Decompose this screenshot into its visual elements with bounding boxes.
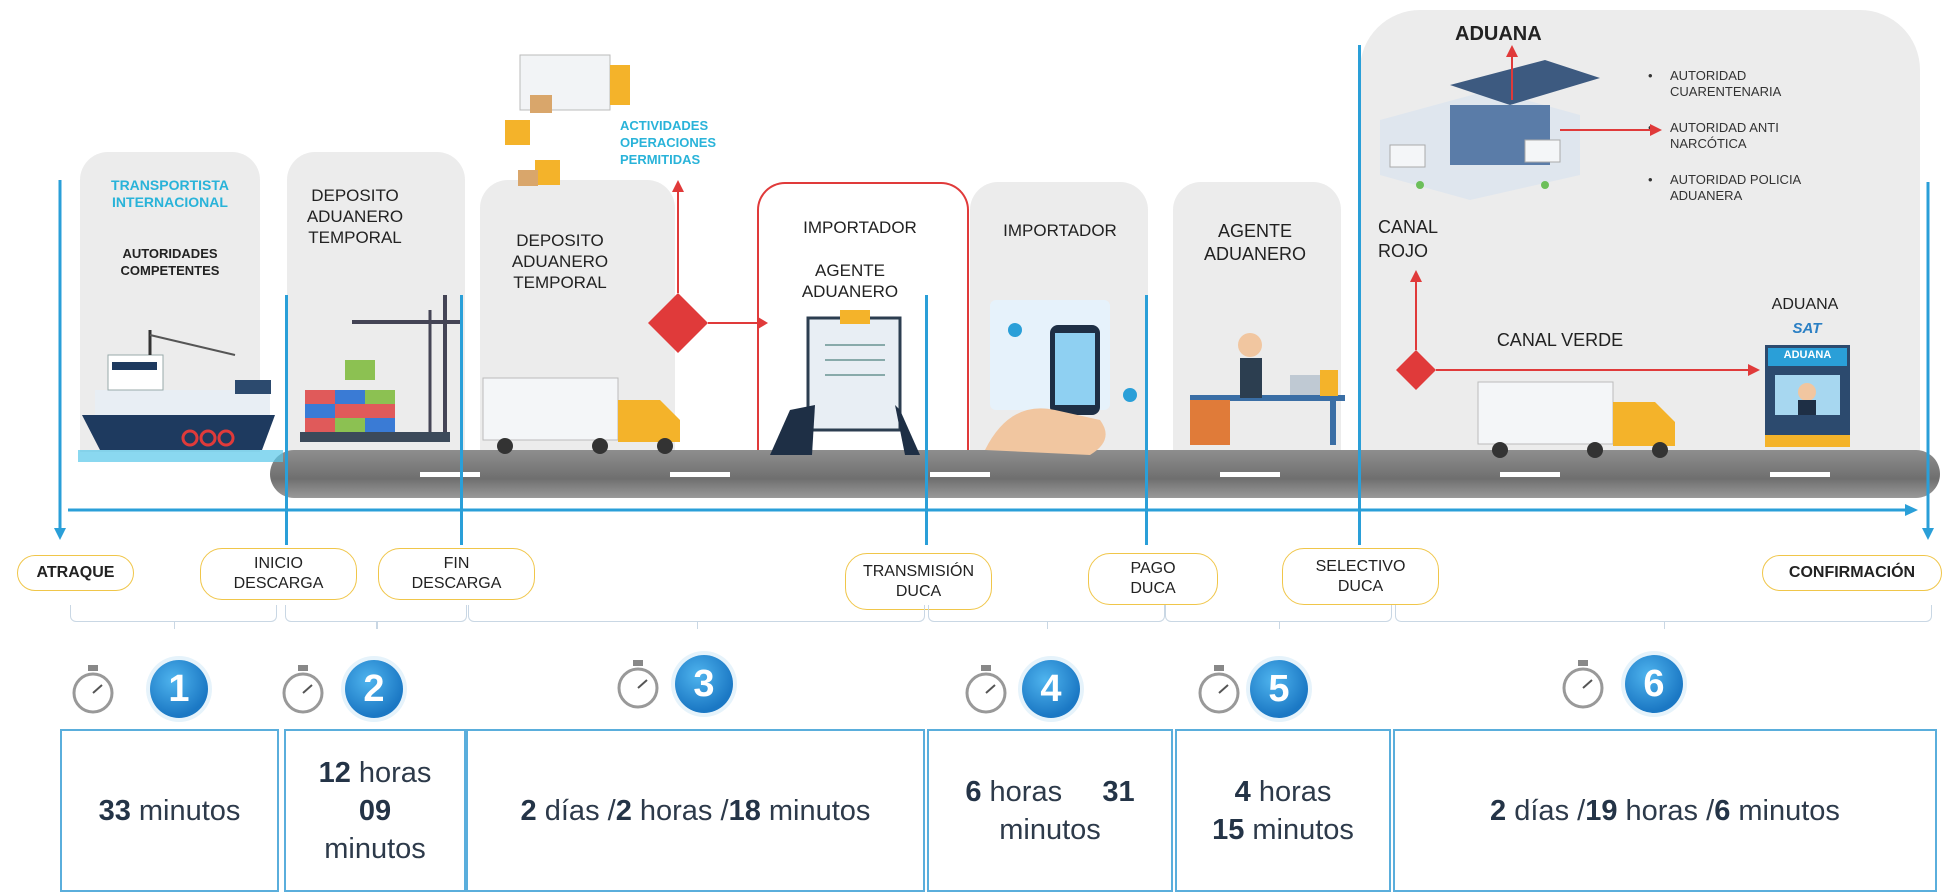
segment-brace (1165, 605, 1392, 629)
step-number: 1 (150, 660, 208, 718)
milestone-confirmacion: CONFIRMACIÓN (1762, 555, 1942, 591)
agente-label-2: AGENTE ADUANERO (1203, 221, 1306, 264)
lane-mark (1220, 472, 1280, 477)
canal-verde-label: CANAL VERDE (1496, 330, 1624, 350)
segment-brace (70, 605, 277, 629)
importador-label-1: IMPORTADOR (803, 218, 917, 237)
step-number: 4 (1022, 660, 1080, 718)
road (270, 450, 1940, 498)
deposito-label-2: DEPOSITO ADUANERO TEMPORAL (511, 231, 609, 292)
milestone-line (285, 295, 288, 545)
time-box-3: 2 días /2 horas /18 minutos (466, 729, 925, 892)
milestone-line (460, 295, 463, 545)
stopwatch-icon (1562, 660, 1604, 709)
step-number: 6 (1625, 655, 1683, 713)
transportista-label: TRANSPORTISTA INTERNACIONAL (111, 177, 229, 210)
aduana-top-label: ADUANA (1455, 23, 1542, 45)
lane-mark (1770, 472, 1830, 477)
actividades-label: ACTIVIDADES OPERACIONES PERMITIDAS (620, 118, 717, 167)
milestone-transmision-duca: TRANSMISIÓN DUCA (845, 553, 992, 610)
time-box-6: 2 días /19 horas /6 minutos (1393, 729, 1937, 892)
authority-item: •AUTORIDAD ANTI NARCÓTICA (1648, 120, 1779, 151)
stopwatch-icon (1198, 665, 1240, 714)
segment-brace (285, 605, 467, 629)
authority-item: •AUTORIDAD CUARENTENARIA (1648, 68, 1782, 99)
stopwatch-icon (965, 665, 1007, 714)
milestone-line (1358, 45, 1361, 545)
milestone-atraque: ATRAQUE (17, 555, 134, 591)
segment-brace (1395, 605, 1932, 629)
aduana-booth-sign: ADUANA (1783, 349, 1832, 361)
autoridades-label: AUTORIDADES COMPETENTES (120, 246, 220, 278)
milestone-inicio-descarga: INICIO DESCARGA (200, 548, 357, 600)
lane-mark (1500, 472, 1560, 477)
milestone-line (925, 295, 928, 545)
forklift-icon (505, 54, 630, 186)
milestone-fin-descarga: FIN DESCARGA (378, 548, 535, 600)
milestone-selectivo-duca: SELECTIVO DUCA (1282, 548, 1439, 605)
segment-brace (468, 605, 925, 629)
authority-list: •AUTORIDAD CUARENTENARIA •AUTORIDAD ANTI… (1648, 68, 1908, 204)
lane-mark (930, 472, 990, 477)
milestone-pago-duca: PAGO DUCA (1088, 553, 1218, 605)
stopwatch-icon (282, 665, 324, 714)
segment-brace (928, 605, 1165, 629)
stopwatch-icon (72, 665, 114, 714)
authority-item: •AUTORIDAD POLICIA ADUANERA (1648, 172, 1801, 203)
deposito-label-1: DEPOSITO ADUANERO TEMPORAL (306, 186, 404, 247)
sat-logo: SAT (1792, 320, 1822, 337)
agente-label-1: AGENTE ADUANERO (801, 261, 899, 301)
step-number: 5 (1250, 660, 1308, 718)
step-number: 2 (345, 660, 403, 718)
canal-rojo-label: CANAL ROJO (1378, 217, 1438, 261)
importador-label-2: IMPORTADOR (1003, 221, 1117, 240)
stopwatch-icon (617, 660, 659, 709)
milestone-line (1145, 295, 1148, 545)
lane-mark (420, 472, 480, 477)
lane-mark (670, 472, 730, 477)
panel-deposito-2 (480, 180, 675, 452)
aduana-right-label: ADUANA (1771, 296, 1839, 313)
step-number: 3 (675, 655, 733, 713)
time-box-1: 33 minutos (60, 729, 279, 892)
